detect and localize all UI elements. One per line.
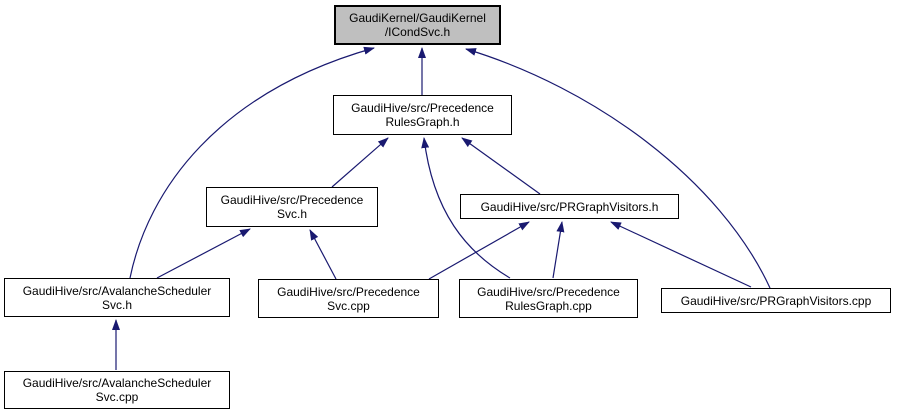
node-icondsvc-h[interactable]: GaudiKernel/GaudiKernel /ICondSvc.h (334, 5, 501, 45)
edge-prvisitors-cpp-to-icondsvc (465, 48, 771, 289)
edge-avsch-h-to-icondsvc (129, 46, 375, 279)
edge-precsvc-h-to-prgraph-h (331, 137, 389, 188)
node-label-line: GaudiHive/src/PRGraphVisitors.h (480, 199, 659, 214)
node-label-line: Svc.h (276, 207, 307, 221)
node-label-line: GaudiHive/src/AvalancheScheduler (22, 376, 212, 390)
node-label-line: Svc.cpp (95, 390, 139, 404)
edge-avsch-h-to-precsvc-h (156, 228, 251, 279)
edge-prvisitors-cpp-to-prvisitors-h (610, 221, 752, 288)
node-label-line: GaudiHive/src/Precedence (277, 284, 420, 299)
edge-precsvc-cpp-to-precsvc-h (309, 229, 337, 280)
node-prgraphvisitors-cpp[interactable]: GaudiHive/src/PRGraphVisitors.cpp (661, 288, 891, 313)
node-prgraphvisitors-h[interactable]: GaudiHive/src/PRGraphVisitors.h (460, 194, 679, 219)
node-precedencerulesgraph-h[interactable]: GaudiHive/src/Precedence RulesGraph.h (333, 95, 512, 135)
node-label-line: GaudiHive/src/Precedence (220, 193, 364, 207)
node-precedencerulesgraph-cpp[interactable]: GaudiHive/src/Precedence RulesGraph.cpp (459, 279, 638, 318)
node-label-line: GaudiHive/src/PRGraphVisitors.cpp (680, 293, 872, 308)
node-label-line: RulesGraph.h (385, 115, 460, 129)
node-label-line: Svc.h (101, 297, 132, 312)
edge-precsvc-cpp-to-prvisitors-h (428, 221, 530, 280)
node-label-line: GaudiHive/src/Precedence (477, 284, 620, 299)
node-precedencesvc-cpp[interactable]: GaudiHive/src/Precedence Svc.cpp (258, 279, 439, 318)
node-avalancheschedulersvc-h[interactable]: GaudiHive/src/AvalancheScheduler Svc.h (4, 278, 230, 317)
node-label-line: GaudiKernel/GaudiKernel (349, 11, 486, 25)
node-label-line: /ICondSvc.h (384, 25, 451, 39)
node-avalancheschedulersvc-cpp[interactable]: GaudiHive/src/AvalancheScheduler Svc.cpp (4, 371, 230, 409)
node-precedencesvc-h[interactable]: GaudiHive/src/Precedence Svc.h (206, 187, 378, 227)
edge-prvisitors-h-to-prgraph-h (461, 137, 541, 195)
node-label-line: RulesGraph.cpp (505, 298, 592, 313)
edge-prgraph-cpp-to-prvisitors-h (552, 221, 565, 279)
node-label-line: GaudiHive/src/Precedence (351, 101, 494, 115)
node-label-line: GaudiHive/src/AvalancheScheduler (22, 283, 212, 298)
node-label-line: Svc.cpp (327, 298, 370, 313)
